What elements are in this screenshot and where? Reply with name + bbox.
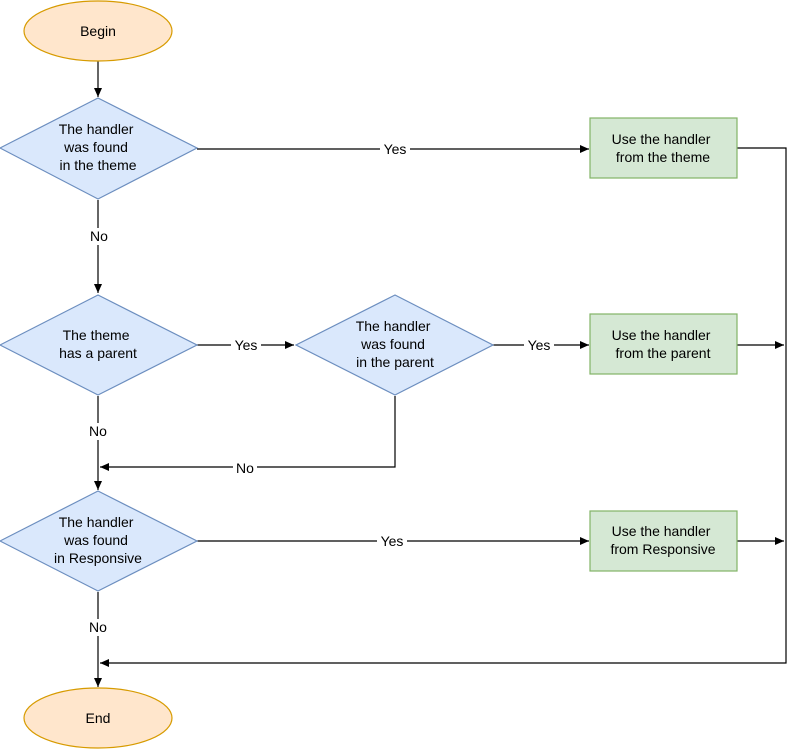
decision-found-in-theme-line-2: was found xyxy=(63,139,128,155)
edge-label-theme-yes: Yes xyxy=(380,141,410,158)
begin-node: Begin xyxy=(23,0,173,62)
begin-label: Begin xyxy=(80,23,116,39)
decision-found-in-theme-shape xyxy=(0,97,199,200)
decision-found-in-theme-label: The handler was found in the theme xyxy=(59,121,138,173)
decision-found-in-parent-line-2: was found xyxy=(360,336,425,352)
decision-found-in-responsive: The handler was found in Responsive xyxy=(0,490,199,592)
edge-label-parent-no-text: No xyxy=(236,460,254,476)
process-use-responsive-handler-line-2: from Responsive xyxy=(610,541,715,557)
process-use-parent-handler: Use the handler from the parent xyxy=(589,313,738,375)
process-use-responsive-handler-shape xyxy=(589,510,738,572)
edge-label-parent-yes-text: Yes xyxy=(528,337,551,353)
edge-label-responsive-yes: Yes xyxy=(377,533,407,550)
edges xyxy=(94,61,787,687)
edge-label-responsive-no-text: No xyxy=(89,619,107,635)
end-node: End xyxy=(23,687,173,749)
process-use-parent-handler-line-1: Use the handler xyxy=(612,327,711,343)
edge-label-parent-yes: Yes xyxy=(524,337,554,354)
process-use-parent-handler-line-2: from the parent xyxy=(616,345,711,361)
decision-found-in-theme-line-1: The handler xyxy=(59,121,134,137)
edge-label-has-parent-no: No xyxy=(86,423,110,440)
decision-found-in-theme: The handler was found in the theme xyxy=(0,97,199,200)
process-use-responsive-handler-label: Use the handler from Responsive xyxy=(610,523,715,557)
edge-label-responsive-yes-text: Yes xyxy=(381,533,404,549)
decision-found-in-parent: The handler was found in the parent xyxy=(294,294,495,396)
process-use-theme-handler-line-2: from the theme xyxy=(616,149,710,165)
decision-found-in-theme-line-3: in the theme xyxy=(59,157,136,173)
edge-label-theme-no: No xyxy=(87,228,111,245)
edge-right-return-bus xyxy=(100,147,787,667)
decision-found-in-responsive-line-3: in Responsive xyxy=(54,550,142,566)
process-use-responsive-handler: Use the handler from Responsive xyxy=(589,510,738,572)
nodes: Begin The handler was found in the theme… xyxy=(0,0,738,749)
edge-parent-no xyxy=(100,396,396,471)
edge-label-theme-no-text: No xyxy=(90,228,108,244)
decision-found-in-responsive-line-2: was found xyxy=(63,532,128,548)
decision-found-in-parent-shape xyxy=(294,294,495,396)
process-use-theme-handler: Use the handler from the theme xyxy=(589,117,738,179)
process-use-theme-handler-shape xyxy=(589,117,738,179)
end-shape xyxy=(23,687,173,749)
edge-label-theme-yes-text: Yes xyxy=(384,141,407,157)
edge-label-parent-no: No xyxy=(233,460,257,477)
decision-theme-has-parent-line-1: The theme xyxy=(63,327,130,343)
decision-theme-has-parent-line-2: has a parent xyxy=(59,345,137,361)
edge-label-has-parent-yes: Yes xyxy=(231,337,261,354)
edge-label-has-parent-yes-text: Yes xyxy=(235,337,258,353)
decision-found-in-parent-label: The handler was found in the parent xyxy=(356,318,435,370)
begin-shape xyxy=(23,0,173,62)
process-use-parent-handler-label: Use the handler from the parent xyxy=(612,327,715,361)
edge-label-responsive-no: No xyxy=(86,619,110,636)
process-use-theme-handler-label: Use the handler from the theme xyxy=(612,131,715,165)
edge-label-has-parent-no-text: No xyxy=(89,423,107,439)
decision-found-in-parent-line-1: The handler xyxy=(356,318,431,334)
process-use-parent-handler-shape xyxy=(589,313,738,375)
process-use-theme-handler-line-1: Use the handler xyxy=(612,131,711,147)
decision-found-in-responsive-line-1: The handler xyxy=(59,514,134,530)
process-use-responsive-handler-line-1: Use the handler xyxy=(612,523,711,539)
edge-labels: Yes No Yes Yes No No Yes No xyxy=(86,141,554,636)
decision-theme-has-parent-shape xyxy=(0,294,199,396)
decision-theme-has-parent: The theme has a parent xyxy=(0,294,199,396)
end-label: End xyxy=(86,710,111,726)
decision-theme-has-parent-label: The theme has a parent xyxy=(59,327,137,361)
decision-found-in-responsive-shape xyxy=(0,490,199,592)
decision-found-in-responsive-label: The handler was found in Responsive xyxy=(54,514,142,566)
decision-found-in-parent-line-3: in the parent xyxy=(356,354,434,370)
